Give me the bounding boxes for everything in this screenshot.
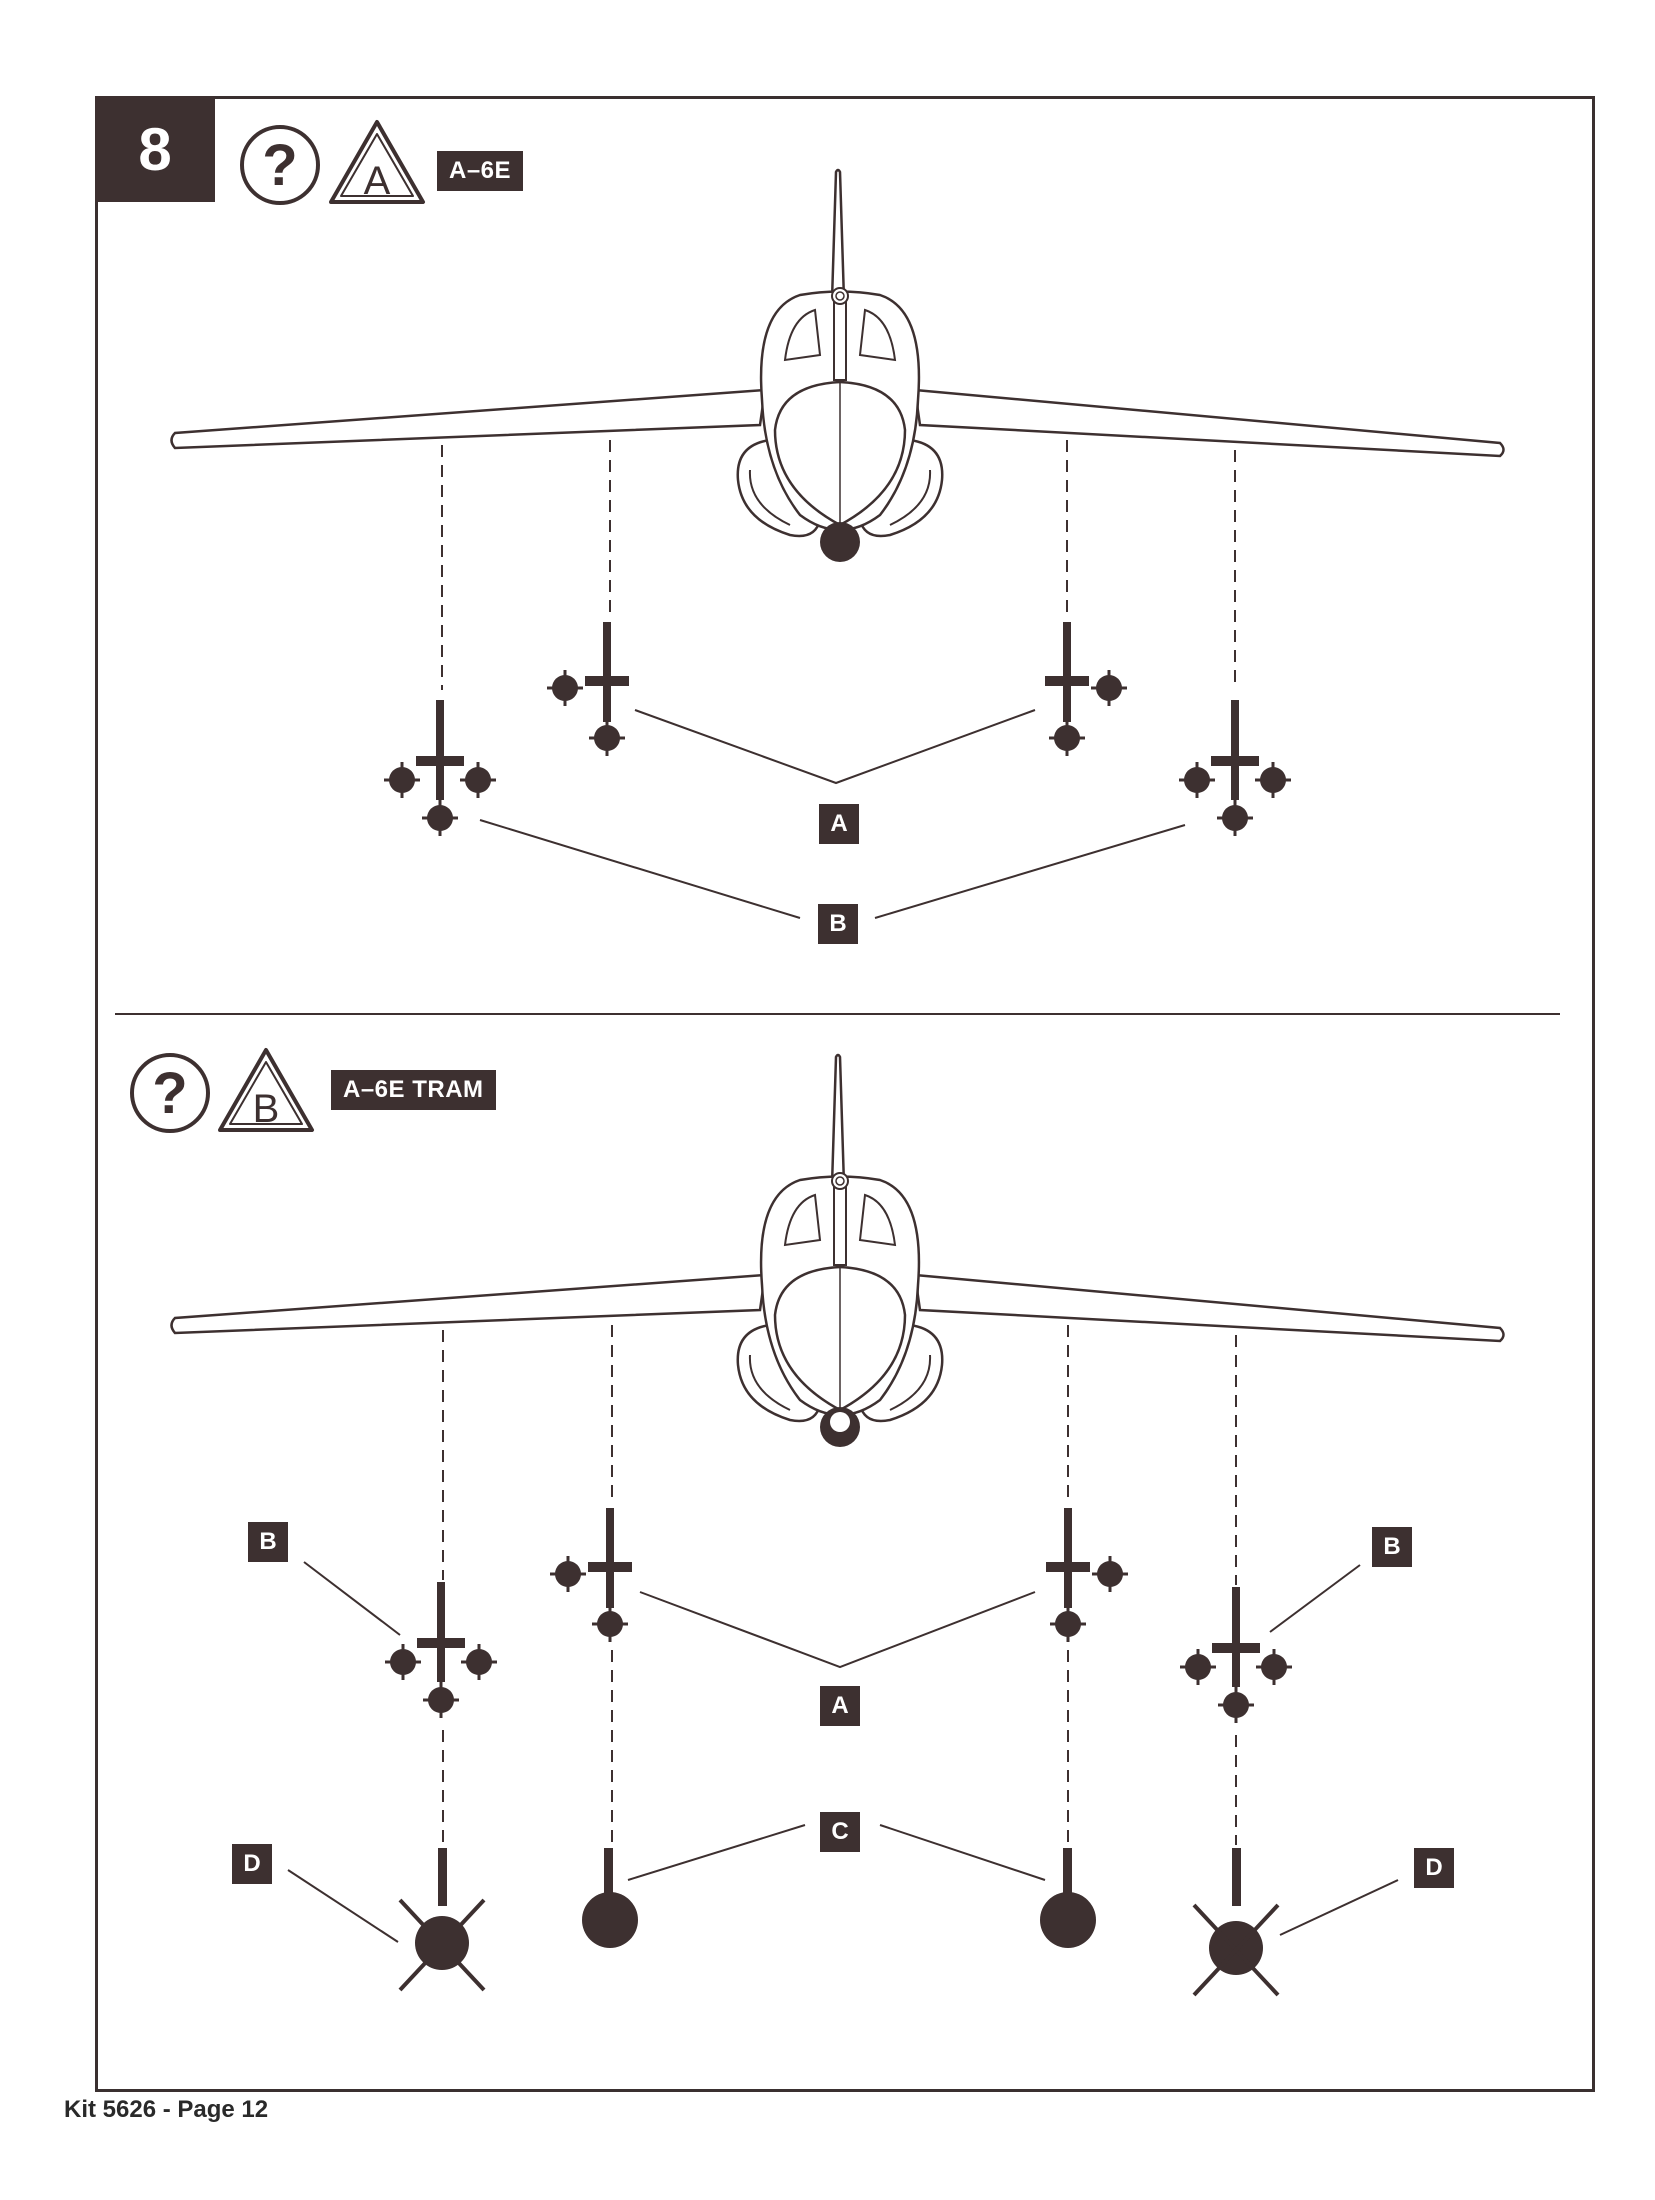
callout-b-left: B xyxy=(248,1522,288,1562)
bomb-rack-outer-right xyxy=(1177,698,1293,838)
store-c-right xyxy=(1040,1848,1096,1948)
page-frame xyxy=(95,96,1595,2092)
callout-b: B xyxy=(818,904,858,944)
bomb-rack-outer-left xyxy=(383,1580,499,1720)
store-d-right xyxy=(1192,1848,1280,1997)
store-d-left xyxy=(398,1848,486,1992)
leader-lines xyxy=(479,709,1186,919)
bomb-rack-inner-left xyxy=(548,1506,634,1644)
centerline-store xyxy=(820,522,860,562)
callout-a: A xyxy=(819,804,859,844)
bomb-rack-outer-left xyxy=(382,698,498,838)
callout-a: A xyxy=(820,1686,860,1726)
variant-label: A–6E xyxy=(437,151,524,191)
callout-b-right: B xyxy=(1372,1527,1412,1567)
question-circle-icon xyxy=(240,125,320,205)
question-circle-icon xyxy=(130,1053,210,1133)
step-number-badge: 8 xyxy=(95,96,215,202)
warning-letter: B xyxy=(253,1087,280,1131)
centerline-store-ring xyxy=(830,1412,850,1432)
bomb-rack-inner-right xyxy=(1044,1506,1130,1644)
leader-lines xyxy=(287,1561,1399,1943)
warning-letter: A xyxy=(364,159,391,203)
guide-lines xyxy=(442,1325,1237,1845)
page-footer: Kit 5626 - Page 12 xyxy=(64,2096,269,2123)
bomb-rack-outer-right xyxy=(1178,1585,1294,1725)
section-b: B xyxy=(130,1048,1505,1997)
store-c-left xyxy=(582,1848,638,1948)
bomb-rack-inner-left xyxy=(545,620,631,758)
section-a: A xyxy=(170,120,1505,919)
guide-lines xyxy=(441,440,1236,690)
aircraft-front-view xyxy=(170,168,1505,538)
callout-c: C xyxy=(820,1812,860,1852)
bomb-rack-inner-right xyxy=(1043,620,1129,758)
callout-d-right: D xyxy=(1414,1848,1454,1888)
variant-label: A–6E TRAM xyxy=(331,1070,496,1110)
callout-d-left: D xyxy=(232,1844,272,1884)
